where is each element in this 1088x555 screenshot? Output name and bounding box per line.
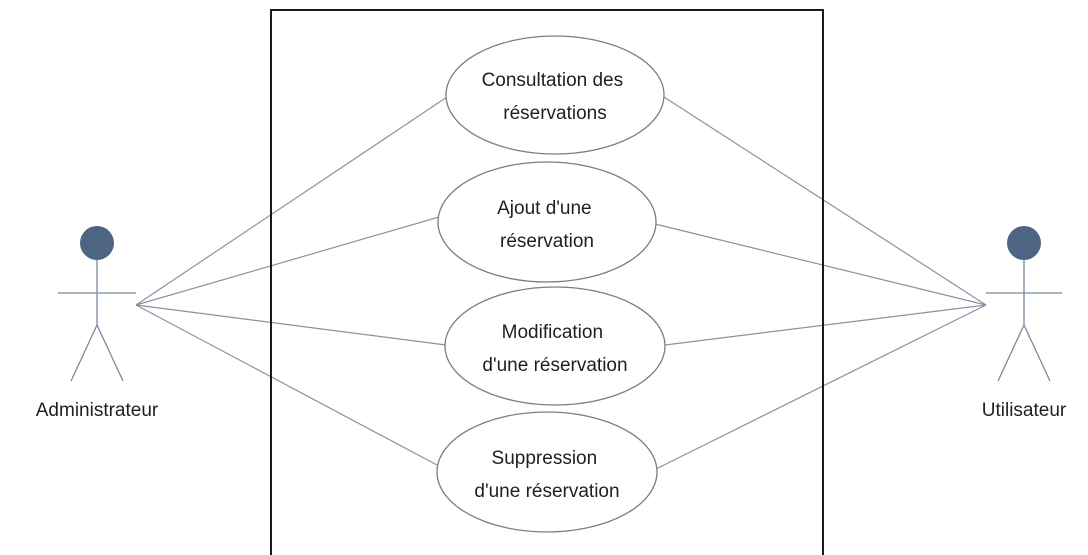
use-case-label-line: d'une réservation (482, 355, 627, 376)
use-case-ellipse (437, 161, 657, 283)
actor-label: Utilisateur (982, 400, 1067, 421)
use-case-label-line: d'une réservation (474, 481, 619, 502)
association-line (664, 304, 987, 346)
association-line (135, 304, 438, 466)
stick-figure-icon (58, 226, 136, 382)
actor-right-leg (1023, 324, 1051, 382)
use-case-consultation[interactable]: Consultation des réservations (445, 35, 665, 155)
system-boundary (270, 9, 824, 555)
association-line (663, 96, 987, 306)
use-case-suppression[interactable]: Suppression d'une réservation (436, 411, 658, 533)
association-line (654, 223, 987, 306)
use-cases-layer: Consultation des réservations Ajout d'un… (436, 35, 666, 533)
use-case-ellipse (444, 286, 666, 406)
stick-figure-icon (986, 226, 1062, 382)
association-line (135, 96, 448, 306)
use-case-modification[interactable]: Modification d'une réservation (444, 286, 666, 406)
use-case-ellipse (436, 411, 658, 533)
association-line (655, 304, 987, 470)
actor-head (80, 226, 114, 260)
actor-utilisateur[interactable]: Utilisateur (982, 226, 1067, 421)
use-case-label-line: Ajout d'une (497, 198, 591, 219)
use-case-label-line: réservations (503, 103, 607, 124)
actor-left-leg (70, 324, 98, 382)
use-case-ellipse (445, 35, 665, 155)
use-case-label-line: réservation (500, 231, 594, 252)
actor-right-leg (96, 324, 124, 382)
svg-text:Modification d'une rés: Modification d'une réservation (482, 322, 627, 376)
associations-layer (135, 96, 987, 470)
use-case-label-line: Modification (502, 322, 603, 343)
svg-text:Ajout d'une réservatio: Ajout d'une réservation (497, 198, 597, 252)
actor-label: Administrateur (36, 400, 159, 421)
actor-left-leg (997, 324, 1025, 382)
use-case-ajout[interactable]: Ajout d'une réservation (437, 161, 657, 283)
association-line (135, 216, 440, 306)
association-line (135, 304, 447, 346)
svg-text:Consultation des réser: Consultation des réservations (482, 70, 629, 124)
use-case-label-line: Suppression (492, 448, 598, 469)
use-case-label-line: Consultation des (482, 70, 624, 91)
svg-text:Suppression d'une rése: Suppression d'une réservation (474, 448, 619, 502)
actor-head (1007, 226, 1041, 260)
actor-administrateur[interactable]: Administrateur (36, 226, 159, 421)
